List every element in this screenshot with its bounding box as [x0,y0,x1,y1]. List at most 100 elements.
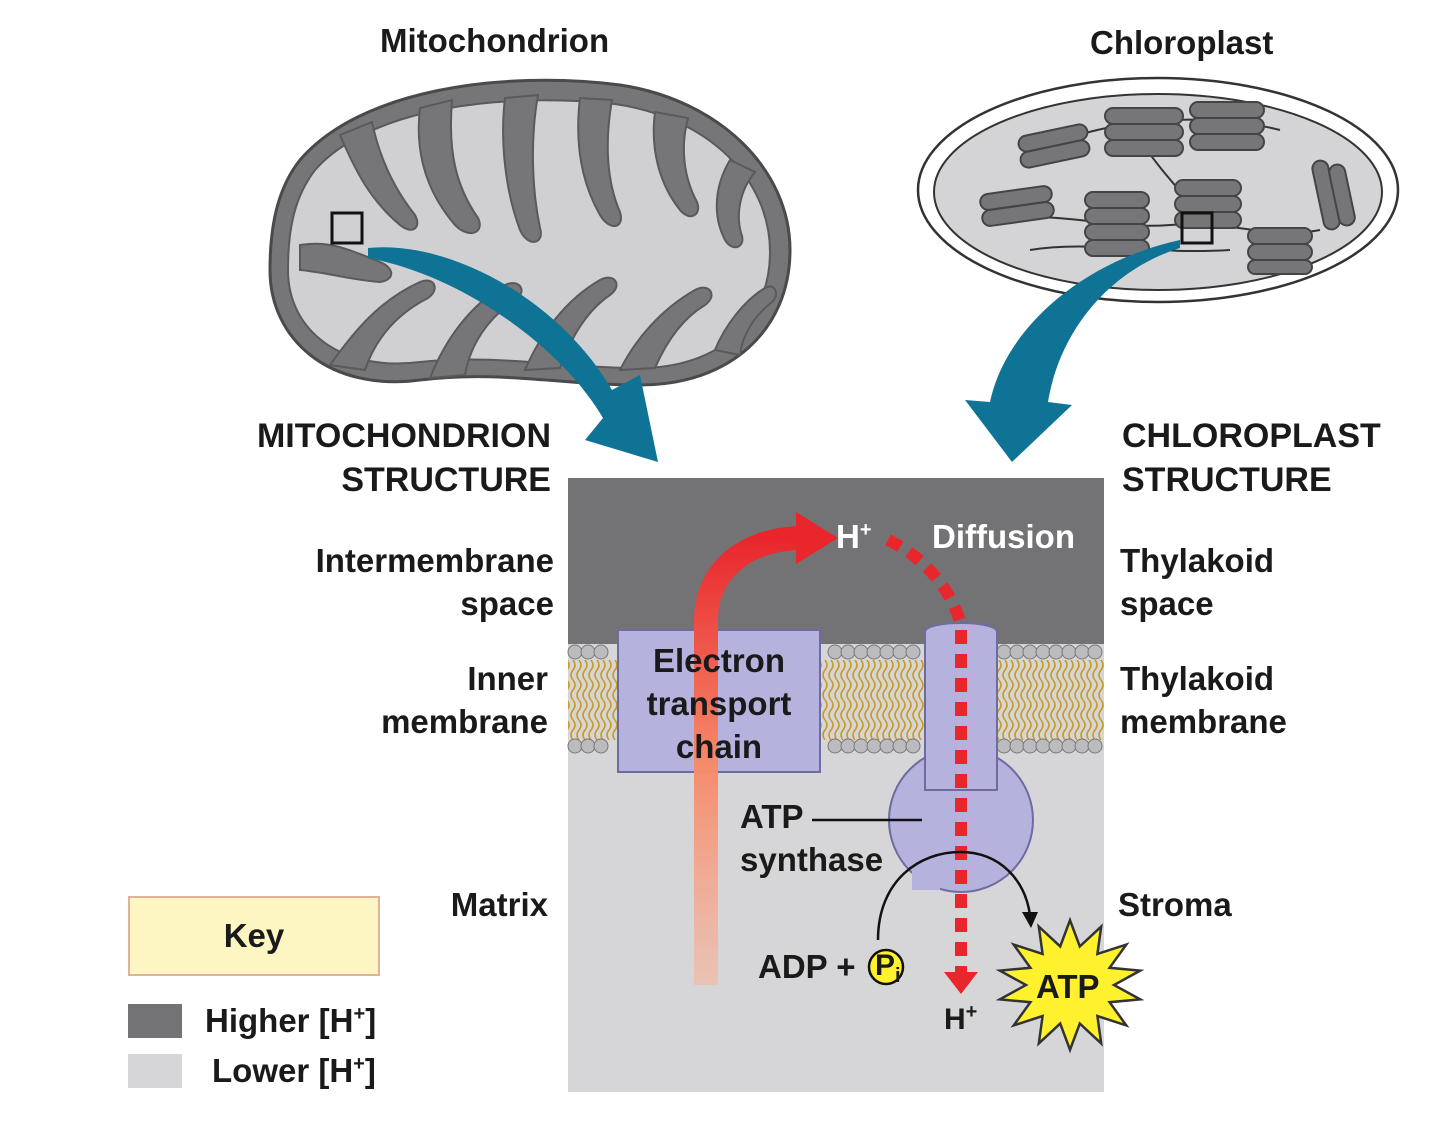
granum-stack [1017,123,1091,169]
zoom-arrow-left [368,247,658,462]
stroma-label: Stroma [1118,886,1232,923]
lipid-head [892,738,908,754]
atp-synthase-label: ATP synthase [740,796,883,882]
lipid-head [1074,738,1090,754]
legend-key-box: Key [128,896,380,976]
proton-pump-arrow [694,512,838,985]
label-line: Thylakoid [1120,660,1275,697]
heading-line: STRUCTURE [1122,461,1332,500]
legend-higher-label: Higher [H+] [205,1000,376,1043]
electron-transport-chain-label: Electron transport chain [618,640,820,769]
heading-line: MITOCHONDRION [256,417,551,455]
label-line: synthase [740,840,884,878]
lipid-head [1074,644,1090,660]
lipid-head [1048,738,1064,754]
lipid-head [1035,644,1051,660]
h-text: H [836,518,860,555]
lipid-head [840,738,856,754]
label-line: space [1120,584,1214,622]
legend-text: Higher [H [205,1002,354,1039]
lipid-head [1035,738,1051,754]
h-superscript: + [965,1001,978,1023]
heading-line: STRUCTURE [341,461,551,500]
label-line: Inner [467,660,548,697]
legend-lower-label: Lower [H+] [212,1050,376,1093]
atp-starburst [995,916,1145,1054]
lipid-head [866,738,882,754]
p-subscript: i [895,965,901,987]
label-line: transport [646,684,792,722]
atp-product-label: ATP [1036,968,1100,1005]
heading-line: CHLOROPLAST [1122,417,1381,455]
phosphate-label: Pi [875,946,901,987]
lipid-head [996,644,1012,660]
chloroplast-title: Chloroplast [1090,24,1274,61]
lipid-head [580,738,596,754]
label-line: Electron [652,642,786,679]
lipid-head [1087,738,1103,754]
legend-text: ] [365,1002,377,1039]
inner-membrane-label: Inner membrane [381,658,548,744]
h-text: H [944,1003,966,1036]
zoom-arrow-right [965,240,1180,462]
electron-transport-chain-box [617,629,821,773]
lipid-head [567,644,583,660]
proton-top-label: H+ [836,516,872,559]
chloroplast-structure-heading: CHLOROPLAST STRUCTURE [1122,414,1381,502]
label-line: membrane [381,702,548,740]
lipid-head [892,644,908,660]
phosphate-circle [867,948,905,986]
label-line: Thylakoid [1120,542,1275,579]
lipid-head [593,644,609,660]
mitochondrion-illustration [268,78,792,387]
lipid-head [853,738,869,754]
lipid-head [567,738,583,754]
lipid-head [827,644,843,660]
swatch-higher [128,1004,182,1038]
label-line: ATP [740,798,804,835]
mitochondrion-title: Mitochondrion [380,22,610,59]
lipid-head [593,738,609,754]
legend-superscript: + [353,1003,366,1025]
lipid-head [879,644,895,660]
legend-superscript: + [353,1053,365,1075]
adp-label: ADP + [758,948,856,985]
legend-text: ] [364,1052,376,1089]
diffusion-label: Diffusion [932,518,1075,555]
legend-text: Lower [H [212,1052,354,1089]
adp-to-atp-arrowhead [1022,912,1038,928]
proton-diffusion-path [885,534,978,994]
lipid-head [1009,738,1025,754]
thylakoid-membrane-label: Thylakoid membrane [1120,658,1287,744]
swatch-lower [128,1054,182,1088]
lipid-head [905,738,921,754]
mitochondrion-structure-heading: MITOCHONDRION STRUCTURE [257,414,551,502]
proton-bottom-label: H+ [944,1000,977,1039]
lipid-head [580,644,596,660]
lipid-head [853,644,869,660]
lipid-head [1022,738,1038,754]
label-line: membrane [1120,702,1287,740]
label-line: space [460,584,554,622]
lipid-head [1048,644,1064,660]
adp-to-atp-arrow [876,850,1032,941]
thylakoid-space-label: Thylakoid space [1120,540,1274,626]
label-line: chain [675,727,763,765]
h-superscript: + [859,519,872,541]
label-line: Intermembrane [315,542,554,579]
lipid-head [866,644,882,660]
matrix-label: Matrix [450,886,548,923]
p-text: P [875,949,896,982]
lipid-head [905,644,921,660]
lipid-head [1009,644,1025,660]
chloroplast-illustration [916,76,1400,304]
lipid-head [879,738,895,754]
lipid-head [840,644,856,660]
lipid-head [827,738,843,754]
lipid-head [1087,644,1103,660]
lipid-head [1022,644,1038,660]
lipid-head [1061,738,1077,754]
lipid-head [1061,644,1077,660]
intermembrane-space-label: Intermembrane space [316,540,554,626]
